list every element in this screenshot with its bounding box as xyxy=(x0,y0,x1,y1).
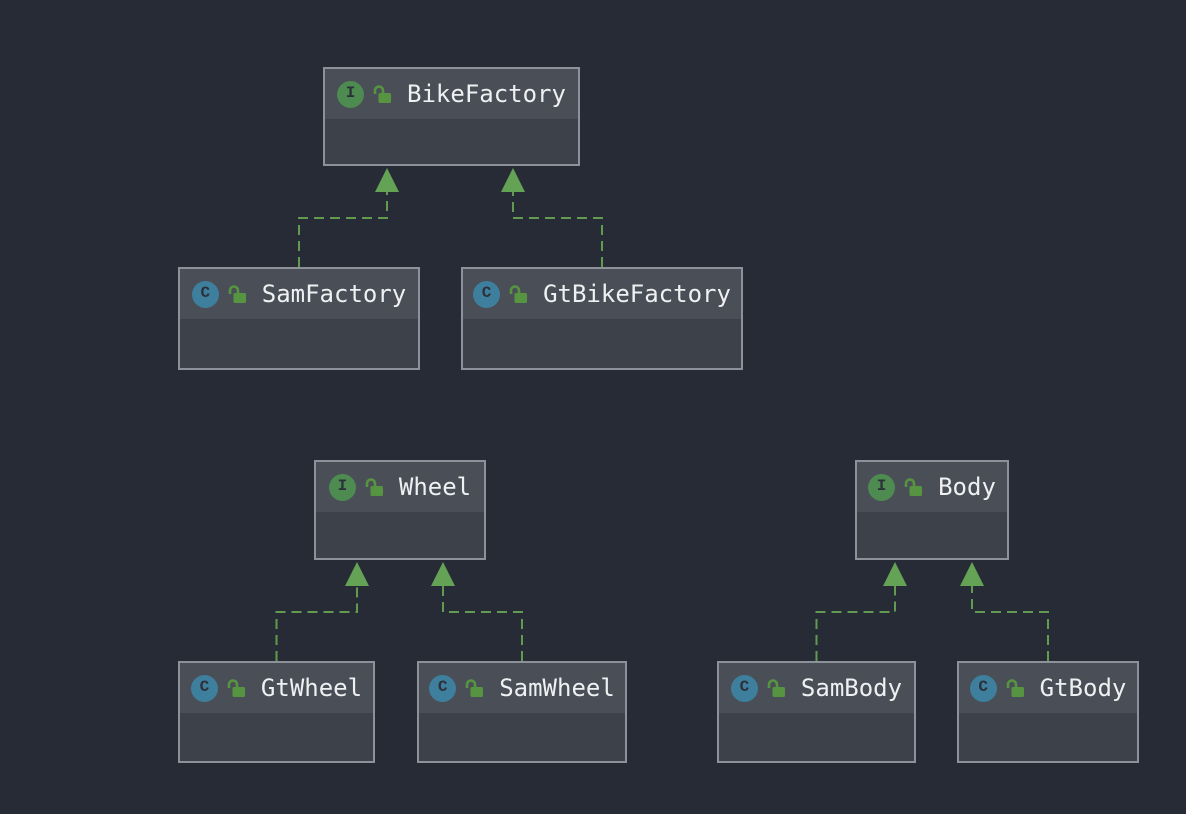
realization-arrowhead xyxy=(345,562,369,586)
class-icon: C xyxy=(730,674,758,702)
diagram-node-gtbody[interactable]: C GtBody xyxy=(957,661,1139,763)
class-name-label: Body xyxy=(938,473,996,501)
diagram-node-samwheel[interactable]: C SamWheel xyxy=(417,661,627,763)
node-members-area xyxy=(463,319,741,368)
edge-gtbikefactory-implements-bikefactory[interactable] xyxy=(501,168,603,267)
interface-icon: I xyxy=(337,80,365,108)
node-header: C SamBody xyxy=(719,663,914,713)
node-header: C GtWheel xyxy=(180,663,373,713)
realization-arrowhead xyxy=(501,168,525,192)
diagram-node-bikefactory[interactable]: I BikeFactory xyxy=(323,67,580,166)
unlocked-padlock-icon xyxy=(373,85,392,103)
class-name-label: BikeFactory xyxy=(407,80,566,108)
diagram-node-wheel[interactable]: I Wheel xyxy=(314,460,486,560)
interface-icon: I xyxy=(328,473,356,501)
kind-icon-letter: I xyxy=(876,477,887,495)
unlocked-padlock-icon xyxy=(1006,679,1024,697)
node-members-area xyxy=(719,713,914,761)
diagram-node-gtwheel[interactable]: C GtWheel xyxy=(178,661,375,763)
edge-samfactory-implements-bikefactory[interactable] xyxy=(298,168,399,267)
class-name-label: SamWheel xyxy=(499,674,615,702)
node-members-area xyxy=(857,512,1007,558)
node-header: C GtBody xyxy=(959,663,1137,713)
realization-arrowhead xyxy=(375,168,399,192)
node-members-area xyxy=(180,713,373,761)
kind-icon-letter: C xyxy=(978,678,988,696)
edge-samwheel-implements-wheel[interactable] xyxy=(431,562,523,661)
kind-icon-letter: C xyxy=(739,678,750,696)
unlocked-padlock-icon xyxy=(767,679,785,697)
kind-icon-letter: C xyxy=(200,284,211,302)
class-name-label: GtWheel xyxy=(260,674,363,702)
node-header: C SamFactory xyxy=(180,269,418,319)
realization-arrowhead xyxy=(960,562,984,586)
class-icon: C xyxy=(473,280,501,308)
edge-gtwheel-implements-wheel[interactable] xyxy=(275,562,370,661)
kind-icon-letter: I xyxy=(337,477,348,495)
node-header: C GtBikeFactory xyxy=(463,269,741,319)
class-icon: C xyxy=(191,280,219,308)
node-members-area xyxy=(325,119,578,164)
node-members-area xyxy=(419,713,625,761)
node-header: I Wheel xyxy=(316,462,484,512)
unlocked-padlock-icon xyxy=(465,679,484,697)
diagram-node-sambody[interactable]: C SamBody xyxy=(717,661,916,763)
class-name-label: Wheel xyxy=(398,473,472,501)
node-header: I BikeFactory xyxy=(325,69,578,119)
unlocked-padlock-icon xyxy=(365,478,383,496)
class-name-label: GtBody xyxy=(1039,674,1127,702)
unlocked-padlock-icon xyxy=(227,679,245,697)
class-name-label: GtBikeFactory xyxy=(543,280,731,308)
node-header: C SamWheel xyxy=(419,663,625,713)
class-icon: C xyxy=(429,674,457,702)
realization-arrowhead xyxy=(883,562,907,586)
node-members-area xyxy=(959,713,1137,761)
interface-icon: I xyxy=(868,473,896,501)
class-icon: C xyxy=(969,674,997,702)
kind-icon-letter: C xyxy=(437,678,448,696)
edge-sambody-implements-body[interactable] xyxy=(815,562,908,661)
node-header: I Body xyxy=(857,462,1007,512)
diagram-node-samfactory[interactable]: C SamFactory xyxy=(178,267,420,370)
kind-icon-letter: C xyxy=(481,284,492,302)
realization-arrowhead xyxy=(431,562,455,586)
unlocked-padlock-icon xyxy=(228,285,246,303)
unlocked-padlock-icon xyxy=(509,285,528,303)
node-members-area xyxy=(316,512,484,558)
class-name-label: SamFactory xyxy=(261,280,407,308)
node-members-area xyxy=(180,319,418,368)
class-name-label: SamBody xyxy=(800,674,903,702)
edge-gtbody-implements-body[interactable] xyxy=(960,562,1049,661)
kind-icon-letter: C xyxy=(199,678,210,696)
kind-icon-letter: I xyxy=(345,84,356,102)
class-icon: C xyxy=(190,674,218,702)
diagram-node-body[interactable]: I Body xyxy=(855,460,1009,560)
unlocked-padlock-icon xyxy=(904,478,923,496)
diagram-node-gtbikefactory[interactable]: C GtBikeFactory xyxy=(461,267,743,370)
